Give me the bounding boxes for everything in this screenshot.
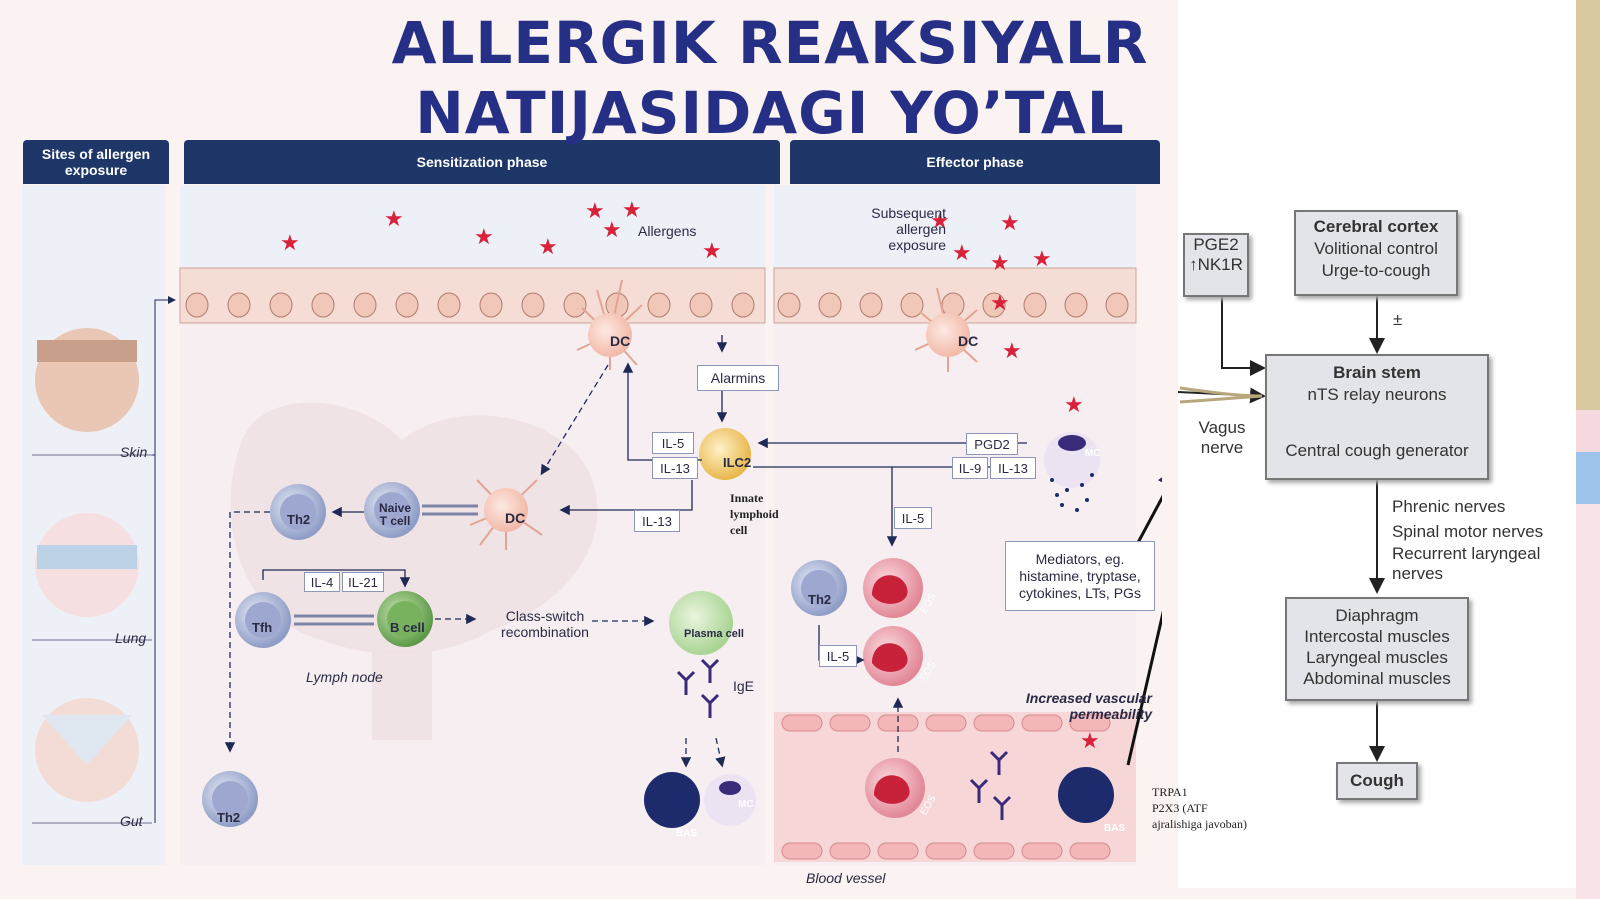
svg-text:★: ★ — [384, 207, 404, 232]
mc-label-sens: MC — [738, 799, 754, 810]
nerves-list: Phrenic nerves Spinal motor nerves Recur… — [1392, 494, 1567, 584]
il9-box: IL-9 — [952, 457, 988, 479]
svg-text:★: ★ — [1080, 729, 1100, 754]
site-skin: Skin — [120, 444, 148, 460]
muscle-intercostal: Intercostal muscles — [1304, 627, 1450, 646]
header-effector: Effector phase — [790, 140, 1160, 184]
svg-text:★: ★ — [474, 225, 494, 250]
th2-label-2: Th2 — [217, 810, 241, 825]
header-sensitization: Sensitization phase — [184, 140, 780, 184]
svg-text:★: ★ — [280, 231, 300, 256]
naive-tcell-label: Naive T cell — [378, 501, 412, 528]
svg-text:★: ★ — [1002, 339, 1022, 364]
mediators-box: Mediators, eg. histamine, tryptase, cyto… — [1005, 541, 1155, 611]
plasma-cell-label: Plasma cell — [684, 628, 744, 640]
nerve-recurrent-laryngeal: Recurrent laryngeal nerves — [1392, 544, 1541, 583]
svg-text:★: ★ — [538, 235, 558, 260]
svg-text:★: ★ — [1000, 211, 1020, 236]
brainstem-line-1: nTS relay neurons — [1307, 385, 1447, 404]
dc-label-2: DC — [505, 510, 526, 526]
class-switch-label: Class-switch recombination — [501, 608, 589, 640]
il21-box: IL-21 — [342, 572, 384, 592]
svg-text:★: ★ — [930, 209, 950, 234]
title-line-2: NATIJASIDAGI YO’TAL — [415, 79, 1125, 147]
dc-label-1: DC — [610, 333, 631, 349]
lymph-node-label: Lymph node — [306, 669, 383, 685]
accent-bar-pink-light — [1576, 504, 1600, 899]
bas-label-effector: BAS — [1104, 823, 1126, 834]
accent-bar-blue — [1576, 452, 1600, 504]
cough-box: Cough — [1336, 762, 1418, 800]
note-line-3: ajralishiga javoban) — [1152, 817, 1247, 831]
bas-label-sens: BAS — [676, 828, 698, 839]
il4-box: IL-4 — [304, 572, 340, 592]
il5-box-effector-1: IL-5 — [894, 507, 932, 529]
plusminus-label: ± — [1393, 310, 1403, 329]
cortex-title: Cerebral cortex — [1313, 217, 1439, 236]
svg-text:★: ★ — [1064, 393, 1084, 418]
vagus-nerve-label: Vagus nerve — [1198, 418, 1246, 457]
nk1r-label: ↑NK1R — [1189, 255, 1243, 274]
brainstem-title: Brain stem — [1333, 363, 1421, 382]
svg-text:★: ★ — [622, 198, 642, 223]
svg-text:★: ★ — [952, 241, 972, 266]
site-gut: Gut — [120, 813, 143, 829]
svg-text:★: ★ — [585, 199, 605, 224]
accent-bar-yellow — [1576, 0, 1600, 410]
cough-pathway-arrows — [1178, 294, 1385, 762]
il13-box-sens-2: IL-13 — [634, 510, 680, 532]
trpa1-note: TRPA1 P2X3 (ATF ajralishiga javoban) — [1152, 784, 1247, 832]
muscles-box: Diaphragm Intercostal muscles Laryngeal … — [1285, 597, 1469, 701]
nerve-spinal-motor: Spinal motor nerves — [1392, 522, 1544, 541]
note-line-2: P2X3 (ATF — [1152, 801, 1208, 815]
increased-permeability-label: Increased vascular permeability — [1025, 690, 1152, 722]
svg-text:★: ★ — [702, 239, 722, 264]
mc-label-effector: MC — [1085, 448, 1101, 459]
cortex-line-2: Urge-to-cough — [1321, 261, 1431, 280]
ige-label: IgE — [733, 678, 755, 694]
pge2-box: PGE2 ↑NK1R — [1183, 233, 1249, 297]
cerebral-cortex-box: Cerebral cortex Volitional control Urge-… — [1294, 210, 1458, 296]
il5-box-effector-2: IL-5 — [819, 645, 857, 667]
allergens-label: Allergens — [638, 223, 697, 239]
alarmins-box: Alarmins — [697, 365, 779, 391]
muscle-diaphragm: Diaphragm — [1335, 606, 1419, 625]
muscle-laryngeal: Laryngeal muscles — [1306, 648, 1448, 667]
subsequent-exposure-label: Subsequent allergen exposure — [871, 205, 946, 253]
il5-box-sens: IL-5 — [652, 432, 694, 454]
blood-vessel-label: Blood vessel — [806, 870, 886, 886]
pge2-label: PGE2 — [1193, 235, 1239, 254]
bcell-label: B cell — [390, 620, 425, 635]
site-lung: Lung — [115, 630, 147, 646]
brain-stem-box: Brain stem nTS relay neurons Central cou… — [1265, 354, 1489, 480]
il13-box-sens-1: IL-13 — [652, 457, 698, 479]
il13-box-effector: IL-13 — [990, 457, 1036, 479]
header-sites: Sites of allergen exposure — [23, 140, 169, 184]
ilc2-label: ILC2 — [723, 455, 752, 470]
note-line-1: TRPA1 — [1152, 785, 1188, 799]
allergy-diagram-graphics: ★★★★★★★★ ★★★★★★★★★ — [22, 185, 1162, 865]
svg-text:★: ★ — [1032, 247, 1052, 272]
svg-text:★: ★ — [990, 291, 1010, 316]
th2-label-1: Th2 — [287, 512, 311, 527]
page-title: ALLERGIK REAKSIYALR NATIJASIDAGI YO’TAL — [360, 8, 1180, 148]
nerve-phrenic: Phrenic nerves — [1392, 497, 1506, 516]
tfh-label: Tfh — [252, 620, 273, 635]
svg-text:★: ★ — [602, 218, 622, 243]
muscle-abdominal: Abdominal muscles — [1303, 669, 1451, 688]
th2-label-effector: Th2 — [808, 592, 832, 607]
dc-label-effector: DC — [958, 333, 979, 349]
cortex-line-1: Volitional control — [1314, 239, 1438, 258]
title-line-1: ALLERGIK REAKSIYALR — [391, 9, 1149, 77]
pgd2-box: PGD2 — [966, 433, 1018, 455]
innate-lymphoid-label: Innate lymphoid cell — [730, 491, 779, 537]
brainstem-line-2: Central cough generator — [1285, 441, 1469, 460]
svg-text:★: ★ — [990, 251, 1010, 276]
